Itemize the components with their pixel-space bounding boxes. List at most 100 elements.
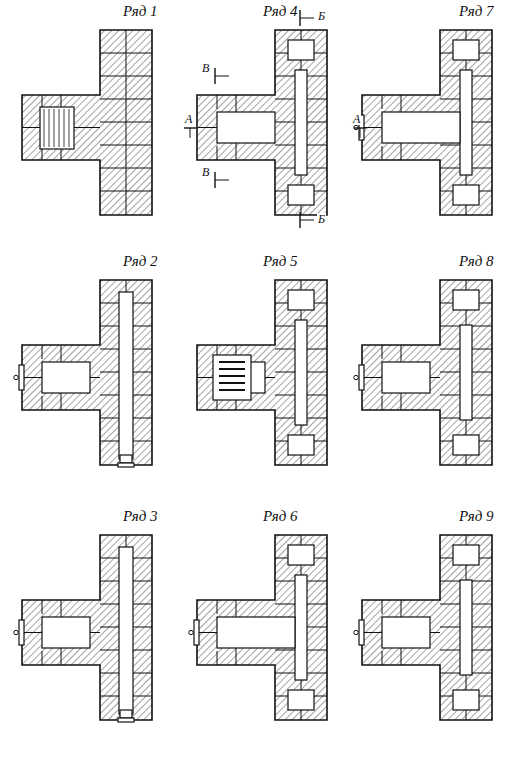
fire-door xyxy=(359,365,364,390)
channel-opening xyxy=(288,545,314,565)
channel-opening xyxy=(288,690,314,710)
channel-opening xyxy=(453,185,479,205)
ash-pit-line xyxy=(49,109,50,147)
smoke-channel xyxy=(119,547,133,714)
course-title: Ряд 3 xyxy=(122,509,159,524)
smoke-channel xyxy=(460,70,472,175)
door-handle xyxy=(189,630,193,634)
section-arrow xyxy=(190,128,191,138)
fire-door xyxy=(19,365,24,390)
section-letter: В xyxy=(201,166,210,178)
firebox xyxy=(382,112,460,143)
course-outline xyxy=(362,535,492,720)
grate-bar xyxy=(219,368,245,370)
cleanout-frame xyxy=(118,463,134,467)
firebox xyxy=(382,617,430,648)
section-arrow xyxy=(360,128,361,138)
grate-bar xyxy=(219,361,245,363)
course-outline xyxy=(362,30,492,215)
ash-pit xyxy=(40,107,74,149)
smoke-channel xyxy=(460,580,472,675)
course-outline xyxy=(22,280,152,465)
channel-opening xyxy=(288,290,314,310)
section-arrow xyxy=(215,76,229,77)
door-handle xyxy=(354,630,358,634)
grate-bar xyxy=(219,375,245,377)
brick-joint xyxy=(42,396,43,410)
fire-door xyxy=(194,620,199,645)
smoke-channel xyxy=(295,575,307,680)
section-letter: Б xyxy=(317,213,326,225)
smoke-channel xyxy=(295,70,307,175)
brick-joint xyxy=(217,146,218,160)
smoke-channel xyxy=(460,325,472,420)
ash-pit-line xyxy=(44,109,45,147)
cleanout-frame xyxy=(118,718,134,722)
course-outline xyxy=(197,30,327,215)
course-outline xyxy=(197,280,327,465)
ash-pit-line xyxy=(64,109,65,147)
brick-joint xyxy=(42,345,43,359)
section-letter: А xyxy=(184,113,193,125)
channel-opening xyxy=(453,40,479,60)
course-outline xyxy=(362,280,492,465)
brick-joint xyxy=(382,651,383,665)
course-title: Ряд 5 xyxy=(262,254,299,269)
door-handle xyxy=(14,375,18,379)
channel-opening xyxy=(288,40,314,60)
section-letter: А xyxy=(352,113,361,125)
channel-opening xyxy=(288,185,314,205)
ash-pit-line xyxy=(59,109,60,147)
course-outline xyxy=(22,30,152,215)
course-title: Ряд 2 xyxy=(122,254,159,269)
section-letter: В xyxy=(201,62,210,74)
firebox xyxy=(217,112,275,143)
door-handle xyxy=(14,630,18,634)
brick-joint xyxy=(382,600,383,614)
brick-joint xyxy=(382,146,383,160)
brick-joint xyxy=(42,600,43,614)
course-outline xyxy=(197,535,327,720)
channel-opening xyxy=(453,545,479,565)
firebox xyxy=(42,362,90,393)
firebox xyxy=(382,362,430,393)
course-outline xyxy=(22,535,152,720)
section-arrow xyxy=(215,180,229,181)
firebox xyxy=(217,617,295,648)
grate-bar xyxy=(219,382,245,384)
brick-joint xyxy=(382,95,383,109)
section-arrow xyxy=(300,220,314,221)
brick-joint xyxy=(217,95,218,109)
brick-joint xyxy=(217,651,218,665)
smoke-channel xyxy=(295,320,307,425)
cleanout-door xyxy=(120,455,132,463)
course-title: Ряд 1 xyxy=(122,4,159,19)
ash-pit-line xyxy=(69,109,70,147)
brick-joint xyxy=(217,600,218,614)
cleanout-door xyxy=(120,710,132,718)
smoke-channel xyxy=(119,292,133,459)
channel-opening xyxy=(453,690,479,710)
fire-door xyxy=(19,620,24,645)
channel-opening xyxy=(453,435,479,455)
brick-joint xyxy=(126,30,127,215)
course-title: Ряд 4 xyxy=(262,4,299,19)
section-letter: Б xyxy=(317,10,326,22)
channel-opening xyxy=(453,290,479,310)
brick-joint xyxy=(382,396,383,410)
ash-pit-line xyxy=(54,109,55,147)
course-title: Ряд 7 xyxy=(458,4,495,19)
brick-joint xyxy=(42,651,43,665)
firebox xyxy=(42,617,90,648)
course-title: Ряд 8 xyxy=(458,254,495,269)
course-title: Ряд 9 xyxy=(458,509,495,524)
brick-joint xyxy=(382,345,383,359)
fire-door xyxy=(359,620,364,645)
channel-opening xyxy=(288,435,314,455)
door-handle xyxy=(354,375,358,379)
grate-bar xyxy=(219,389,245,391)
grate xyxy=(213,355,251,400)
course-title: Ряд 6 xyxy=(262,509,299,524)
